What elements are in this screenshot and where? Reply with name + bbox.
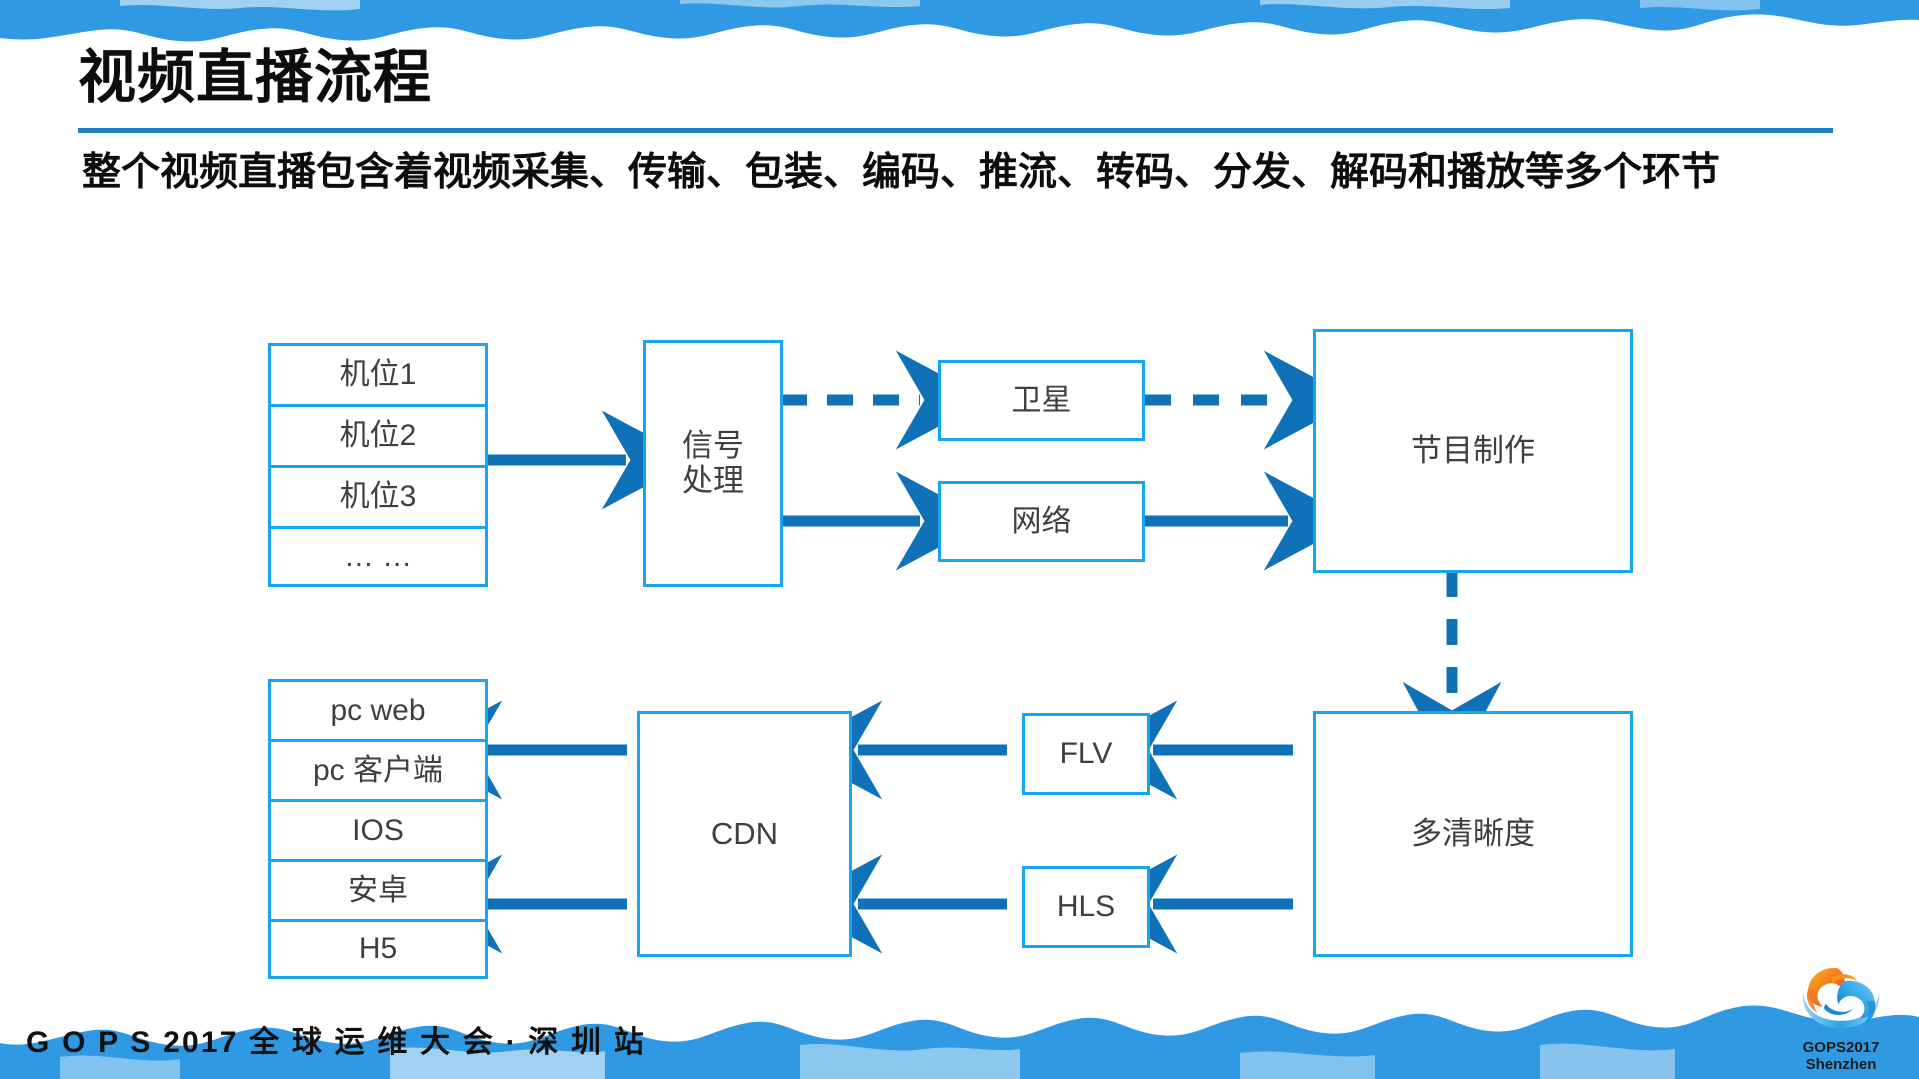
node-capture-3[interactable]: 机位3 [268, 465, 488, 526]
top-banner-art [0, 0, 1919, 42]
gops-swirl-icon [1802, 967, 1880, 1028]
conference-footer-text: G O P S 2017 全 球 运 维 大 会 · 深 圳 站 [26, 1026, 646, 1059]
top-grunge-banner [0, 0, 1919, 46]
title-divider [78, 128, 1833, 133]
node-signal-processing[interactable]: 信号 处理 [643, 340, 783, 587]
node-capture-more[interactable]: … … [268, 526, 488, 587]
logo-text-gops2017: GOPS2017 [1802, 1038, 1880, 1056]
bottom-grunge-banner [0, 987, 1919, 1079]
node-flv[interactable]: FLV [1022, 713, 1150, 795]
subtitle-line-2: 解码和播放等多个环节 [1330, 151, 1721, 194]
node-program-production[interactable]: 节目制作 [1313, 329, 1633, 573]
node-capture-2[interactable]: 机位2 [268, 404, 488, 465]
node-client-android[interactable]: 安卓 [268, 859, 488, 919]
node-client-pc-app[interactable]: pc 客户端 [268, 739, 488, 799]
page-subtitle: 整个视频直播包含着视频采集、传输、包装、编码、推流、转码、分发、解码和播放等多个… [82, 148, 1842, 198]
node-cdn[interactable]: CDN [637, 711, 852, 957]
bottom-banner-art [0, 1005, 1919, 1079]
node-multi-quality[interactable]: 多清晰度 [1313, 711, 1633, 957]
subtitle-line-1: 整个视频直播包含着视频采集、传输、包装、编码、推流、转码、分发、 [82, 151, 1331, 194]
logo-text-shenzhen: Shenzhen [1805, 1055, 1877, 1073]
node-capture-1[interactable]: 机位1 [268, 343, 488, 404]
node-client-h5[interactable]: H5 [268, 919, 488, 979]
page-title: 视频直播流程 [78, 45, 433, 110]
node-client-pc-web[interactable]: pc web [268, 679, 488, 739]
node-hls[interactable]: HLS [1022, 866, 1150, 948]
node-network[interactable]: 网络 [938, 481, 1145, 562]
gops-logo: GOPS2017 Shenzhen [1785, 961, 1897, 1074]
node-client-ios[interactable]: IOS [268, 799, 488, 859]
node-satellite[interactable]: 卫星 [938, 360, 1145, 441]
